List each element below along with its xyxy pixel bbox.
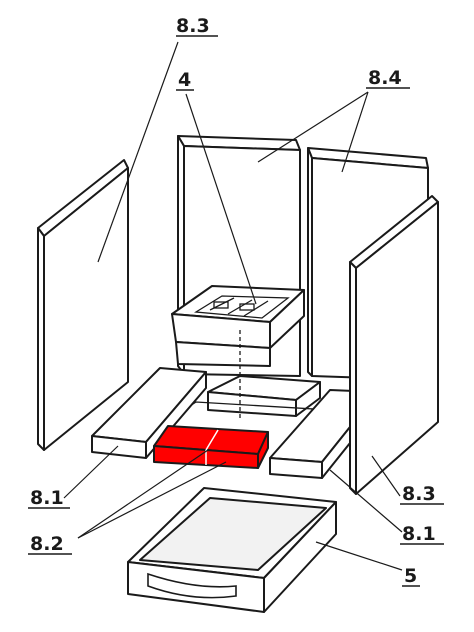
leader-8-2-b — [77, 461, 227, 539]
base-brick-middle-highlighted — [153, 425, 269, 469]
label-8-3-right: 8.3 — [402, 483, 436, 505]
leader-8-3-right — [371, 455, 401, 497]
ash-drawer — [127, 487, 337, 613]
label-8-4: 8.4 — [368, 67, 402, 89]
label-8-1-right: 8.1 — [402, 523, 436, 545]
label-8-2: 8.2 — [30, 533, 64, 555]
label-4: 4 — [178, 69, 191, 91]
grate-tray — [171, 285, 305, 367]
leader-4 — [185, 93, 257, 305]
leader-8-4-left — [257, 91, 369, 163]
leader-8-4-right — [341, 91, 369, 173]
leader-8-3-top — [97, 41, 179, 263]
label-5: 5 — [404, 565, 417, 587]
base-brick-rear — [207, 375, 321, 417]
leader-8-2-a — [77, 449, 209, 539]
drawer-handle — [147, 572, 237, 599]
left-side-plate — [37, 159, 129, 451]
leader-8-1-left — [63, 445, 119, 499]
right-side-plate — [349, 195, 439, 495]
leader-5 — [315, 541, 403, 571]
leader-8-1-right — [329, 469, 403, 533]
label-8-1-left: 8.1 — [30, 487, 64, 509]
label-8-3-top: 8.3 — [176, 15, 210, 37]
